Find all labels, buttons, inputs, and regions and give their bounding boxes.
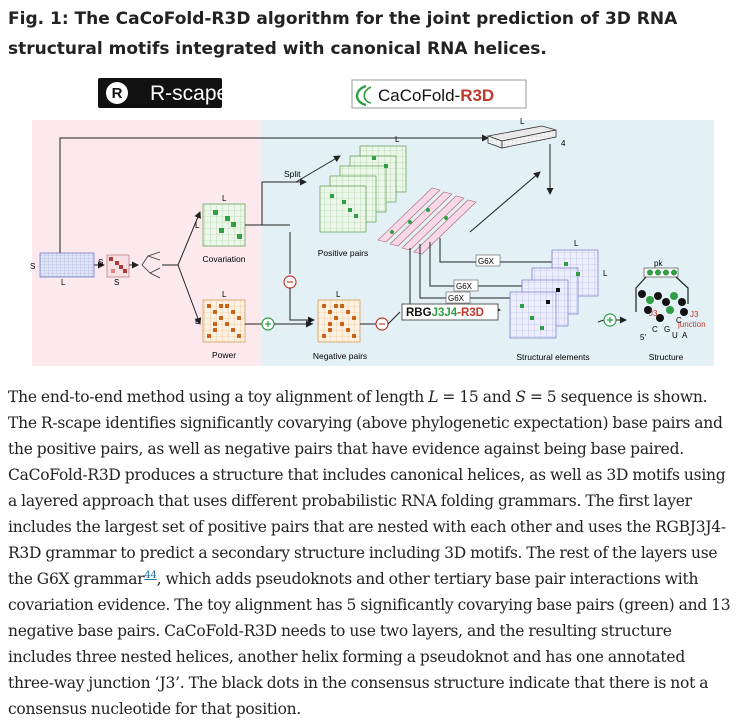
label-bp-a: A — [682, 331, 688, 340]
label-junction: junction — [677, 320, 706, 329]
cacofold-logo: CaCoFold-R3D — [351, 79, 527, 109]
structural-elements-stack: L L Structural elements — [509, 239, 608, 362]
label-g6x-3: G6X — [448, 294, 465, 303]
caption-var-S: S — [515, 388, 526, 406]
label-L-align: L — [61, 278, 66, 287]
label-L-pos: L — [395, 135, 400, 144]
label-split: Split — [284, 169, 301, 179]
label-L-struct-right: L — [603, 269, 608, 278]
svg-text:R: R — [112, 85, 123, 102]
label-structural-elements: Structural elements — [516, 352, 589, 362]
figure-caption: The end-to-end method using a toy alignm… — [8, 384, 732, 722]
positive-pairs-stack: L Positive pairs — [318, 135, 407, 258]
cacofold-logo-main: CaCoFold- — [378, 86, 460, 105]
label-4: 4 — [561, 139, 566, 148]
figure-diagram: R R-scape CaCoFold-R3D L 4 — [0, 72, 738, 372]
label-j3-inner: J3 — [649, 309, 658, 318]
rbg-grammar-label: RBGJ3J4-R3D — [401, 303, 499, 321]
label-power: Power — [212, 350, 236, 360]
label-negative-pairs: Negative pairs — [313, 351, 367, 361]
covariation-matrix: L L Covariation — [195, 194, 246, 264]
label-j3-outer: J3 — [690, 310, 699, 319]
label-L-cov-top: L — [222, 194, 227, 203]
label-S-small-bottom: S — [114, 278, 119, 287]
rscape-logo-text: R-scape — [150, 82, 228, 105]
rna-structure: pk J3 J3 junction 5′ C G C U A Structur — [635, 259, 706, 362]
label-S-align: S — [30, 262, 35, 271]
label-L-neg-top: L — [336, 290, 341, 299]
caption-text-1: The end-to-end method using a toy alignm… — [8, 388, 429, 406]
label-covariation: Covariation — [203, 254, 246, 264]
caption-eq-1: = 15 and — [438, 388, 516, 406]
rbg-suffix: -R3D — [457, 307, 484, 319]
layer-slab: L 4 — [486, 117, 566, 149]
label-positive-pairs: Positive pairs — [318, 248, 369, 258]
figure-title: Fig. 1: The CaCoFold-R3D algorithm for t… — [8, 9, 678, 59]
svg-text:RBGJ3J4-R3D: RBGJ3J4-R3D — [406, 307, 484, 319]
label-L-power-left: L — [195, 317, 200, 326]
svg-text:CaCoFold-R3D: CaCoFold-R3D — [378, 86, 494, 105]
diagonal-strips — [377, 187, 477, 255]
sequence-alignment: S L — [30, 252, 95, 287]
label-L-slab: L — [520, 117, 525, 126]
label-g6x-2: G6X — [456, 282, 473, 291]
label-L-neg-left: L — [309, 317, 314, 326]
label-structure: Structure — [649, 352, 684, 362]
label-bp-u: U — [672, 331, 678, 340]
caption-text-2: , which adds pseudoknots and other terti… — [8, 570, 731, 718]
label-L-power-top: L — [222, 290, 227, 299]
negative-pairs-matrix: L L Negative pairs — [309, 290, 367, 361]
label-bp-g: G — [664, 325, 670, 334]
phylo-tree — [141, 251, 161, 279]
label-pk: pk — [654, 259, 663, 268]
rbg-j3j4: J3J4 — [432, 307, 458, 319]
power-matrix: L L Power — [195, 290, 246, 360]
label-S-small-left: S — [98, 258, 103, 267]
label-bp-c1: C — [652, 325, 658, 334]
label-L-cov-left: L — [195, 221, 200, 230]
reference-link[interactable]: 44 — [144, 569, 157, 581]
diagram-svg: R R-scape CaCoFold-R3D L 4 — [30, 78, 714, 366]
small-matrix: S S — [98, 254, 130, 287]
label-L-struct-top: L — [574, 239, 579, 248]
caption-eq-2: = 5 sequence is shown. The R-scape ident… — [8, 388, 726, 588]
caption-var-L: L — [428, 388, 439, 406]
label-g6x-1: G6X — [478, 257, 495, 266]
rbg-prefix: RBG — [406, 307, 432, 319]
rscape-logo: R R-scape — [98, 78, 228, 108]
label-bp-c2: C — [676, 316, 682, 325]
cacofold-logo-accent: R3D — [460, 86, 494, 105]
label-5prime: 5′ — [640, 333, 646, 342]
